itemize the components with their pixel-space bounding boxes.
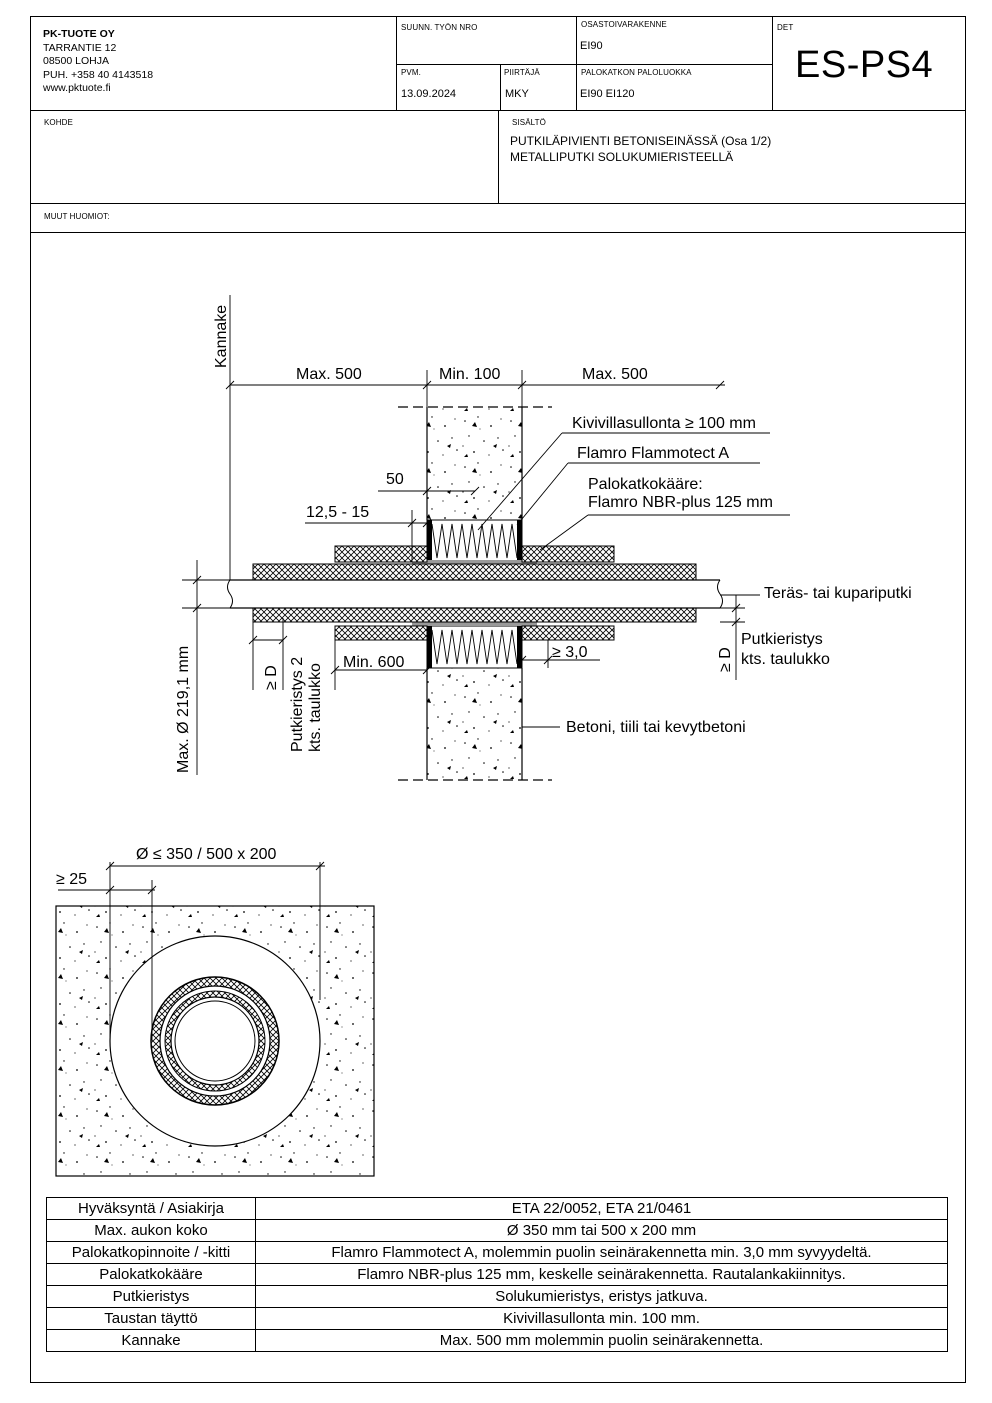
dim-12-15-label: 12,5 - 15 bbox=[306, 504, 369, 521]
cross-section-labels: Ø ≤ 350 / 500 x 200 ≥ 25 bbox=[56, 846, 277, 888]
spec-value: ETA 22/0052, ETA 21/0461 bbox=[255, 1197, 948, 1220]
company-name: PK-TUOTE OY bbox=[43, 28, 115, 40]
ge3-label: ≥ 3,0 bbox=[552, 644, 588, 661]
notes-divider bbox=[30, 232, 966, 233]
sheet-frame bbox=[30, 16, 966, 1383]
date-label: PVM. bbox=[401, 68, 421, 77]
opening-size-label: Ø ≤ 350 / 500 x 200 bbox=[136, 846, 277, 863]
drawer-label: PIIRTÄJÄ bbox=[504, 68, 540, 77]
title-mid-line bbox=[396, 64, 772, 65]
kannake-label: Kannake bbox=[213, 305, 230, 368]
ge-d-left-label: ≥ D bbox=[263, 665, 280, 690]
detail-code: ES-PS4 bbox=[795, 44, 934, 86]
mineral-wool-fill bbox=[412, 519, 537, 669]
min100-label: Min. 100 bbox=[439, 366, 500, 383]
spec-table: Hyväksyntä / Asiakirja ETA 22/0052, ETA … bbox=[46, 1197, 948, 1352]
dim-50-label: 50 bbox=[386, 471, 404, 488]
fire-class-value: EI90 EI120 bbox=[580, 88, 635, 100]
company-info: PK-TUOTE OY TARRANTIE 12 08500 LOHJA PUH… bbox=[43, 28, 153, 96]
spec-value: Solukumieristys, eristys jatkuva. bbox=[255, 1285, 948, 1308]
table-row: Taustan täyttö Kivivillasullonta min. 10… bbox=[46, 1307, 948, 1330]
max500-right-label: Max. 500 bbox=[582, 366, 648, 383]
content-divider bbox=[30, 203, 966, 204]
ge-d-right-label: ≥ D bbox=[717, 647, 734, 672]
spec-value: Ø 350 mm tai 500 x 200 mm bbox=[255, 1219, 948, 1242]
fire-collar bbox=[334, 545, 615, 641]
pipe-label: Teräs- tai kupariputki bbox=[764, 585, 912, 602]
title-col-line bbox=[500, 64, 501, 110]
target-label: KOHDE bbox=[44, 118, 73, 127]
structure-value: EI90 bbox=[580, 40, 603, 52]
max500-left-label: Max. 500 bbox=[296, 366, 362, 383]
insulation-label-2: kts. taulukko bbox=[741, 651, 830, 668]
notes-label: MUUT HUOMIOT: bbox=[44, 212, 110, 221]
table-row: Palokatkopinnoite / -kitti Flamro Flammo… bbox=[46, 1241, 948, 1264]
drawer-value: MKY bbox=[505, 88, 529, 100]
collar-label-1: Palokatkokääre: bbox=[588, 476, 703, 493]
ge25-label: ≥ 25 bbox=[56, 871, 87, 888]
steel-pipe bbox=[227, 579, 723, 609]
work-number-label: SUUNN. TYÖN NRO bbox=[401, 23, 478, 32]
date-value: 13.09.2024 bbox=[401, 88, 457, 100]
mineral-wool-label: Kivivillasullonta ≥ 100 mm bbox=[572, 415, 756, 432]
table-row: Max. aukon koko Ø 350 mm tai 500 x 200 m… bbox=[46, 1219, 948, 1242]
cross-section-view bbox=[55, 905, 375, 1177]
spec-key: Putkieristys bbox=[46, 1285, 256, 1308]
spec-value: Flamro Flammotect A, molemmin puolin sei… bbox=[255, 1241, 948, 1264]
spec-key: Taustan täyttö bbox=[46, 1307, 256, 1330]
company-phone: PUH. +358 40 4143518 bbox=[43, 68, 154, 81]
wall-section bbox=[398, 406, 552, 781]
spec-key: Palokatkopinnoite / -kitti bbox=[46, 1241, 256, 1264]
table-row: Putkieristys Solukumieristys, eristys ja… bbox=[46, 1285, 948, 1308]
spec-value: Max. 500 mm molemmin puolin seinärakenne… bbox=[255, 1329, 948, 1352]
spec-key: Hyväksyntä / Asiakirja bbox=[46, 1197, 256, 1220]
content-label: SISÄLTÖ bbox=[512, 118, 546, 127]
max-diameter-label: Max. Ø 219,1 mm bbox=[175, 646, 192, 773]
cross-section-dimensions bbox=[58, 861, 325, 1040]
table-row: Hyväksyntä / Asiakirja ETA 22/0052, ETA … bbox=[46, 1197, 948, 1220]
det-label: DET bbox=[777, 23, 794, 32]
structure-label: OSASTOIVARAKENNE bbox=[581, 20, 667, 29]
content-col-line bbox=[498, 110, 499, 203]
drawing-labels: Kannake Max. 500 Min. 100 Max. 500 Kiviv… bbox=[175, 305, 912, 773]
spec-value: Flamro NBR-plus 125 mm, keskelle seinära… bbox=[255, 1263, 948, 1286]
coating-label: Flamro Flammotect A bbox=[577, 445, 729, 462]
title-col-line bbox=[576, 16, 577, 110]
title-col-line bbox=[772, 16, 773, 110]
spec-value: Kivivillasullonta min. 100 mm. bbox=[255, 1307, 948, 1330]
insulation2-label-1: Putkieristys 2 bbox=[289, 657, 306, 752]
spec-key: Max. aukon koko bbox=[46, 1219, 256, 1242]
fire-class-label: PALOKATKON PALOLUOKKA bbox=[581, 68, 692, 77]
insulation-label-1: Putkieristys bbox=[741, 631, 823, 648]
table-row: Palokatkokääre Flamro NBR-plus 125 mm, k… bbox=[46, 1263, 948, 1286]
dimension-lines bbox=[182, 295, 790, 775]
company-street: TARRANTIE 12 bbox=[43, 41, 117, 54]
table-row: Kannake Max. 500 mm molemmin puolin sein… bbox=[46, 1329, 948, 1352]
insulation2-label-2: kts. taulukko bbox=[307, 663, 324, 752]
company-web: www.pktuote.fi bbox=[43, 82, 111, 94]
spec-key: Kannake bbox=[46, 1329, 256, 1352]
content-line-1: PUTKILÄPIVIENTI BETONISEINÄSSÄ (Osa 1/2) bbox=[510, 134, 772, 148]
collar-label-2: Flamro NBR-plus 125 mm bbox=[588, 494, 773, 511]
wall-material-label: Betoni, tiili tai kevytbetoni bbox=[566, 719, 746, 736]
spec-key: Palokatkokääre bbox=[46, 1263, 256, 1286]
content-line-2: METALLIPUTKI SOLUKUMIERISTEELLÄ bbox=[510, 150, 734, 164]
title-col-line bbox=[396, 16, 397, 110]
min600-label: Min. 600 bbox=[343, 654, 404, 671]
content-description: PUTKILÄPIVIENTI BETONISEINÄSSÄ (Osa 1/2)… bbox=[510, 133, 771, 165]
company-postal: 08500 LOHJA bbox=[43, 55, 109, 67]
